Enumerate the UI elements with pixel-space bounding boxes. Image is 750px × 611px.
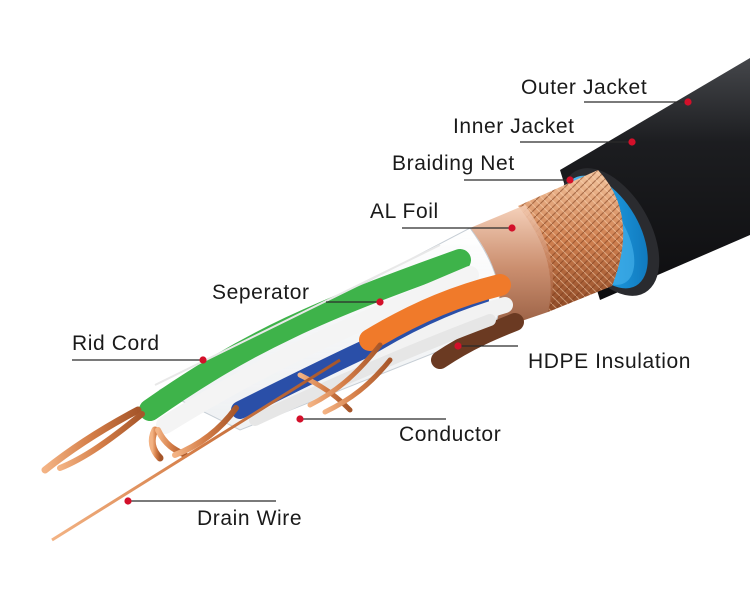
label-seperator: Seperator	[212, 281, 310, 304]
label-conductor: Conductor	[399, 423, 502, 446]
label-outer-jacket: Outer Jacket	[521, 76, 648, 99]
label-drain-wire: Drain Wire	[197, 507, 303, 530]
copper-conductors	[41, 342, 393, 474]
label-al-foil: AL Foil	[370, 200, 439, 223]
label-hdpe-insulation: HDPE Insulation	[528, 350, 692, 373]
label-inner-jacket: Inner Jacket	[453, 115, 575, 138]
label-braiding-net: Braiding Net	[392, 152, 515, 175]
label-markers	[124, 98, 692, 505]
twisted-pairs	[139, 249, 524, 434]
leader-lines	[72, 101, 688, 502]
label-rid-cord: Rid Cord	[72, 332, 160, 355]
al-foil-shape	[470, 205, 554, 330]
drain-wire-shape	[51, 358, 341, 542]
braiding-net-shape	[518, 170, 624, 312]
